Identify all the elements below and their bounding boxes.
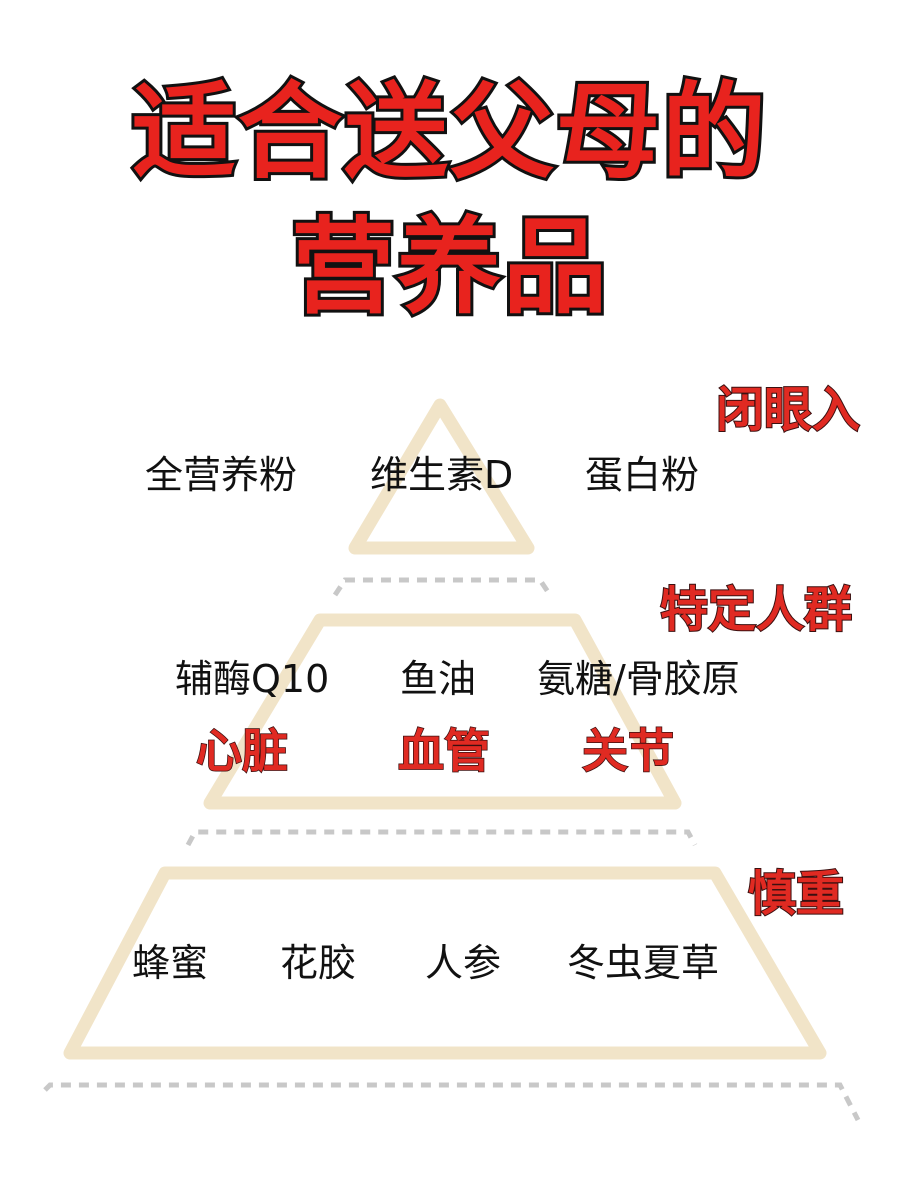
divider-bottom <box>43 1082 861 1122</box>
item: 维生素D <box>370 453 514 497</box>
pyramid-top-tier <box>348 398 535 555</box>
item: 花胶 <box>280 941 357 985</box>
use-label: 关节 <box>581 724 675 778</box>
item: 辅酶Q10 <box>175 657 330 701</box>
item: 全营养粉 <box>145 453 298 497</box>
tier-label-must-buy: 闭眼入 <box>715 382 861 438</box>
item: 鱼油 <box>400 657 477 701</box>
divider-middle <box>185 829 698 847</box>
item: 蛋白粉 <box>585 453 700 497</box>
item: 蜂蜜 <box>132 941 209 985</box>
tier-label-specific-groups: 特定人群 <box>659 582 853 638</box>
item: 冬虫夏草 <box>567 941 720 985</box>
use-label: 血管 <box>397 724 491 778</box>
pyramid-bottom-tier <box>63 866 827 1060</box>
tier-label-caution: 慎重 <box>747 866 845 922</box>
use-label: 心脏 <box>195 724 289 778</box>
divider-top <box>332 577 553 597</box>
title-line2: 营养品 <box>288 206 610 328</box>
item: 氨糖/骨胶原 <box>537 657 740 701</box>
pyramid-middle-tier <box>203 613 682 810</box>
title-line1: 适合送父母的 <box>129 71 769 193</box>
item: 人参 <box>425 941 502 985</box>
